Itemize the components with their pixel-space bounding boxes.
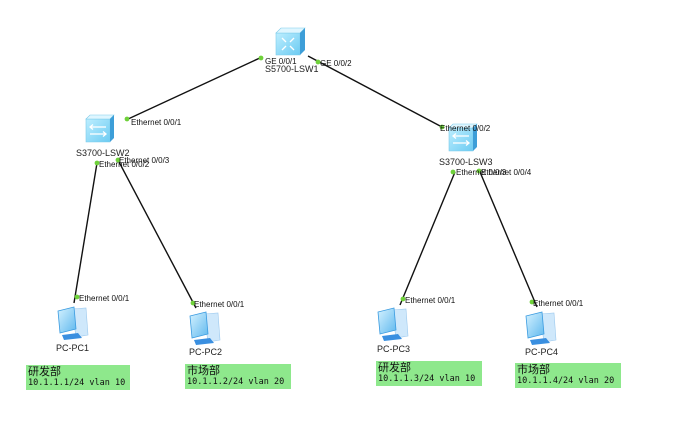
port-label-lsw2-e003: Ethernet 0/0/3 bbox=[119, 156, 170, 165]
pc-icon[interactable] bbox=[57, 306, 89, 340]
links-layer bbox=[73, 55, 538, 309]
device-label-lsw1: S5700-LSW1 bbox=[265, 64, 319, 74]
port-label-lsw3-e003: Ethernet 0/0/3 bbox=[456, 168, 507, 177]
switch-icon[interactable] bbox=[85, 114, 115, 143]
core-switch-icon[interactable] bbox=[275, 27, 306, 56]
device-label-lsw2: S3700-LSW2 bbox=[76, 148, 130, 158]
port-dot bbox=[476, 168, 482, 174]
port-dot bbox=[439, 124, 445, 130]
port-label-pc2-e001: Ethernet 0/0/1 bbox=[194, 300, 245, 309]
note-pc3: 研发部 10.1.1.3/24 vlan 10 bbox=[376, 361, 482, 386]
note-pc2: 市场部 10.1.1.2/24 vlan 20 bbox=[185, 364, 291, 389]
port-label-pc4-e001: Ethernet 0/0/1 bbox=[533, 299, 584, 308]
port-label-pc3-e001: Ethernet 0/0/1 bbox=[405, 296, 456, 305]
note-address: 10.1.1.4/24 vlan 20 bbox=[517, 376, 615, 386]
pc-icon[interactable] bbox=[525, 311, 557, 345]
device-label-pc1: PC-PC1 bbox=[56, 343, 90, 353]
port-label-lsw1-ge001: GE 0/0/1 bbox=[265, 57, 297, 66]
note-department: 市场部 bbox=[517, 363, 550, 376]
port-label-lsw3-e002: Ethernet 0/0/2 bbox=[440, 124, 491, 133]
device-label-lsw3: S3700-LSW3 bbox=[439, 157, 493, 167]
note-department: 市场部 bbox=[187, 364, 220, 377]
device-label-pc2: PC-PC2 bbox=[189, 347, 223, 357]
port-dot bbox=[529, 299, 535, 305]
port-label-lsw1-ge002: GE 0/0/2 bbox=[320, 59, 352, 68]
port-label-pc1-e001: Ethernet 0/0/1 bbox=[79, 294, 130, 303]
port-label-lsw3-e004: Ethernet 0/0/4 bbox=[481, 168, 532, 177]
port-dot bbox=[400, 296, 406, 302]
port-dot bbox=[315, 59, 321, 65]
port-label-lsw2-e002: Ethernet 0/0/2 bbox=[99, 160, 150, 169]
link-lsw1-lsw3[interactable] bbox=[307, 55, 443, 128]
port-label-lsw2-e001: Ethernet 0/0/1 bbox=[131, 118, 182, 127]
note-address: 10.1.1.3/24 vlan 10 bbox=[378, 374, 476, 384]
device-label-pc4: PC-PC4 bbox=[525, 347, 559, 357]
pc-icon[interactable] bbox=[377, 307, 409, 341]
link-lsw2-pc2[interactable] bbox=[117, 159, 197, 309]
port-dot bbox=[124, 116, 130, 122]
note-department: 研发部 bbox=[28, 365, 61, 378]
link-lsw3-pc4[interactable] bbox=[479, 171, 538, 308]
device-label-pc3: PC-PC3 bbox=[377, 344, 411, 354]
note-pc1: 研发部 10.1.1.1/24 vlan 10 bbox=[26, 365, 130, 390]
port-dot bbox=[450, 169, 456, 175]
port-dot bbox=[115, 157, 121, 163]
link-lsw3-pc3[interactable] bbox=[399, 171, 456, 306]
switch-icon[interactable] bbox=[448, 123, 478, 152]
link-lsw1-lsw2[interactable] bbox=[125, 56, 263, 121]
note-department: 研发部 bbox=[378, 361, 411, 374]
pc-icon[interactable] bbox=[189, 311, 221, 345]
port-dot bbox=[258, 55, 264, 61]
note-address: 10.1.1.2/24 vlan 20 bbox=[187, 377, 285, 387]
note-pc4: 市场部 10.1.1.4/24 vlan 20 bbox=[515, 363, 621, 388]
note-address: 10.1.1.1/24 vlan 10 bbox=[28, 378, 126, 388]
port-dots-layer bbox=[74, 55, 535, 306]
port-dot bbox=[190, 300, 196, 306]
port-dot bbox=[74, 294, 80, 300]
port-dot bbox=[94, 160, 100, 166]
link-lsw2-pc1[interactable] bbox=[73, 162, 98, 304]
